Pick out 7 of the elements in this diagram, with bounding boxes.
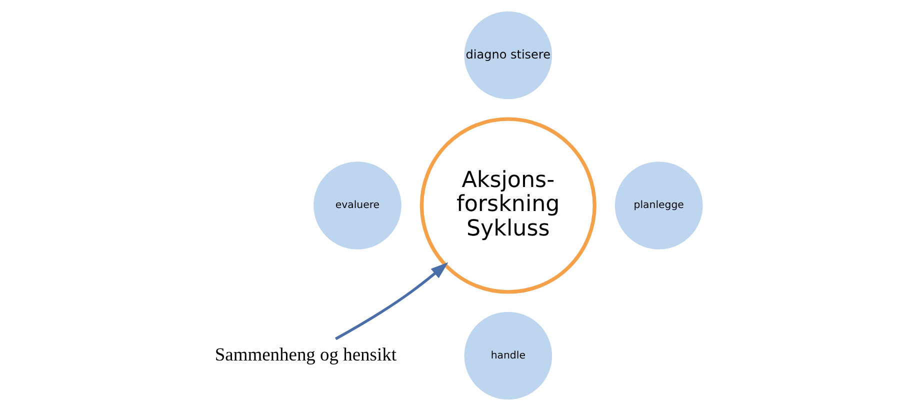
arrow (334, 262, 448, 340)
node-circle: Aksjons- forskning Sykluss (419, 117, 596, 294)
node-circle: diagno stisere (464, 11, 552, 100)
node-text: Sammenheng og hensikt (214, 344, 396, 364)
node-circle: evaluere (313, 162, 401, 250)
node-circle: planlegge (614, 162, 702, 250)
node-circle: handle (464, 312, 552, 400)
